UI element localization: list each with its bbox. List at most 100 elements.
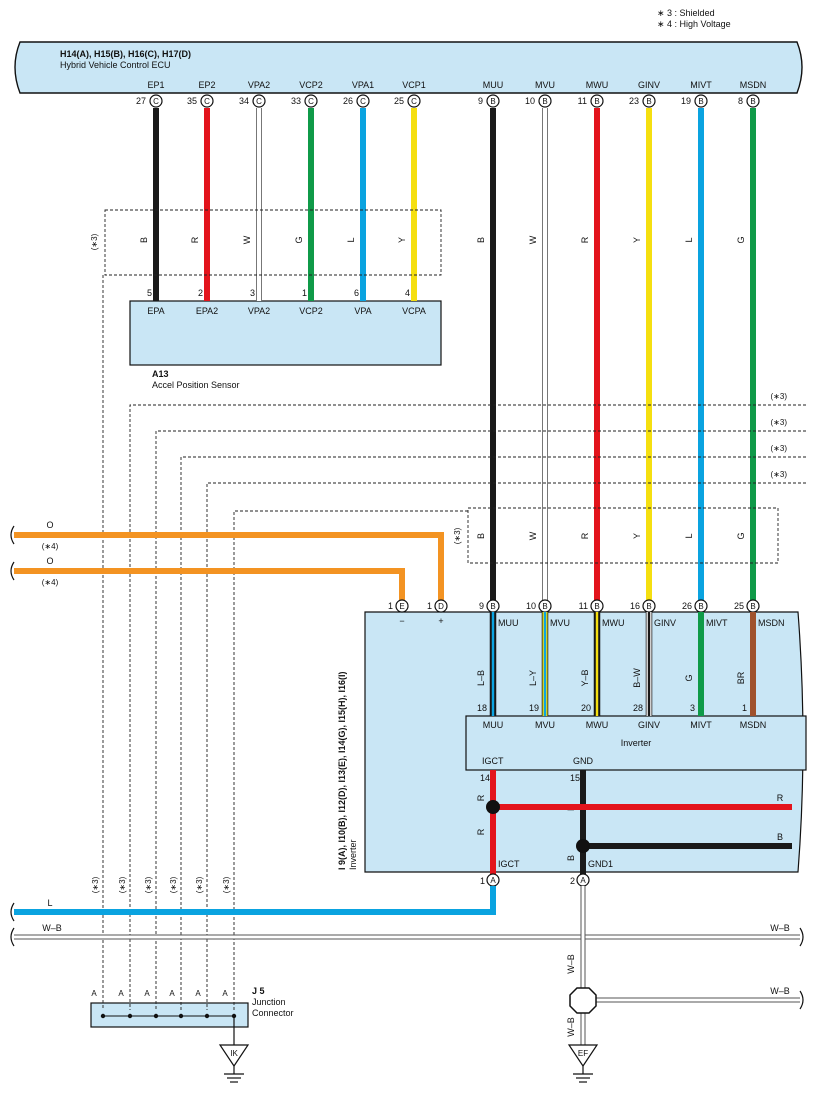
wire-color-lower-mwu: R — [580, 532, 590, 539]
ecu-connector-mivt-letter: B — [698, 97, 703, 106]
wire-color-lower-msdn: G — [736, 532, 746, 539]
inverter-pin-sign-0: − — [399, 616, 404, 626]
junction-name2: Connector — [252, 1008, 294, 1018]
internal-wire-color-3: B–W — [632, 668, 642, 688]
inverter-name: Inverter — [348, 839, 358, 870]
ecu-pin-num-vpa2: 34 — [239, 96, 249, 106]
ecu-connector-ep2 — [200, 94, 214, 108]
wire-color-lower-mivt: L — [684, 533, 694, 538]
wb-lower-label: W–B — [566, 1017, 576, 1037]
sensor-pin-num-vcp2: 1 — [302, 288, 307, 298]
igct-wire-color-lower: R — [476, 828, 486, 835]
ecu-connector-ginv — [642, 94, 656, 108]
inverter-pin-name-mivt: MIVT — [706, 618, 728, 628]
ecu-pin-num-ep1: 27 — [136, 96, 146, 106]
junction-pin-1: A — [91, 989, 97, 998]
sensor-pin-label-epa2: EPA2 — [196, 306, 218, 316]
internal-wire-color-4: G — [684, 674, 694, 681]
inverter-connector-6-letter: B — [698, 602, 703, 611]
junction-pin-3: A — [144, 989, 150, 998]
orange-wire-label-1: O — [46, 520, 53, 530]
ecu-pin-label-mwu: MWU — [586, 80, 609, 90]
orange-wire-note-1: (∗4) — [42, 542, 59, 551]
shield-note-right-2: (∗3) — [771, 418, 788, 427]
ecu-box — [14, 41, 803, 94]
junction-pin-4: A — [169, 989, 175, 998]
ecu-connector-vpa1 — [356, 94, 370, 108]
internal-pin-num-5: 1 — [742, 703, 747, 713]
sensor-name: Accel Position Sensor — [152, 380, 240, 390]
wb-main-label: W–B — [42, 923, 62, 933]
inverter-connector-7-letter: B — [750, 602, 755, 611]
inverter-connector-3-letter: B — [542, 602, 547, 611]
inverter-red-bus-label: R — [777, 793, 784, 803]
shield-drain-2 — [129, 404, 806, 1010]
ground-ik-triangle — [218, 1044, 250, 1068]
wire-color-ep1: B — [139, 237, 149, 243]
inverter-pin-name-msdn: MSDN — [758, 618, 785, 628]
internal-wire-color-0: L–B — [476, 670, 486, 686]
legend-high-voltage: ∗ 4 : High Voltage — [657, 19, 731, 29]
inverter-pin-num-1: 1 — [427, 601, 432, 611]
sensor-pin-num-epa: 5 — [147, 288, 152, 298]
ecu-pin-label-mivt: MIVT — [690, 80, 712, 90]
sensor-pin-label-vpa2: VPA2 — [248, 306, 270, 316]
ecu-name: Hybrid Vehicle Control ECU — [60, 60, 171, 70]
ecu-connectors: H14(A), H15(B), H16(C), H17(D) — [60, 49, 191, 59]
inverter-pin-num-2: 9 — [479, 601, 484, 611]
ecu-pin-label-ginv: GINV — [638, 80, 660, 90]
ecu-connector-ep1 — [149, 94, 163, 108]
igct-splice — [486, 800, 500, 814]
wire-color-upper-mvu: W — [528, 235, 538, 244]
shield-drain-3 — [155, 430, 806, 1010]
inverter-connector-2-letter: B — [490, 602, 495, 611]
inverter-inner-name: Inverter — [621, 738, 652, 748]
ecu-pin-label-ep1: EP1 — [147, 80, 164, 90]
ecu-connector-vcp1 — [407, 94, 421, 108]
inverter-connectors: I 9(A), I10(B), I12(D), I13(E), I14(G), … — [337, 671, 347, 870]
ecu-connector-muu — [486, 94, 500, 108]
junction-pin-5: A — [195, 989, 201, 998]
igct-out-label: IGCT — [498, 859, 520, 869]
gnd-pin-num: 15 — [570, 773, 580, 783]
sensor-shield-box — [104, 209, 442, 276]
sensor-box — [129, 300, 442, 366]
junction-pin-6: A — [222, 989, 228, 998]
ecu-pin-label-muu: MUU — [483, 80, 504, 90]
gnd-wire-color-lower: B — [566, 855, 576, 861]
wb-main-break-left — [10, 927, 15, 947]
wire-color-lower-muu: B — [476, 533, 486, 539]
wire-color-lower-mvu: W — [528, 531, 538, 540]
inverter-pin-num-4: 11 — [579, 601, 588, 611]
sensor-pin-label-vcp2: VCP2 — [299, 306, 323, 316]
internal-pin-num-3: 28 — [633, 703, 643, 713]
l-wire-break — [10, 902, 15, 922]
ecu-pin-label-vpa2: VPA2 — [248, 80, 270, 90]
wire-color-vcp2: G — [294, 236, 304, 243]
gnd-splice — [576, 839, 590, 853]
inverter-pin-num-5: 16 — [630, 601, 640, 611]
ecu-connector-vpa1-letter: C — [360, 97, 366, 106]
wb-vertical-label: W–B — [566, 954, 576, 974]
ecu-pin-num-ep2: 35 — [187, 96, 197, 106]
junction-id: J 5 — [252, 986, 265, 996]
ground-ik-label: IK — [230, 1049, 238, 1058]
junction-box — [90, 1002, 249, 1028]
inner-pin-label-igct: IGCT — [482, 756, 504, 766]
ground-ef-triangle — [567, 1044, 599, 1068]
inner-pin-label-ginv: GINV — [638, 720, 660, 730]
ecu-pin-num-ginv: 23 — [629, 96, 639, 106]
ecu-connector-vcp1-letter: C — [411, 97, 417, 106]
inverter-pin-num-3: 10 — [526, 601, 536, 611]
inverter-pin-name-mvu: MVU — [550, 618, 570, 628]
wire-color-upper-muu: B — [476, 237, 486, 243]
ecu-pin-num-mvu: 10 — [525, 96, 535, 106]
ecu-pin-num-mivt: 19 — [681, 96, 691, 106]
ecu-pin-label-ep2: EP2 — [198, 80, 215, 90]
sensor-pin-label-epa: EPA — [147, 306, 164, 316]
ecu-connector-ginv-letter: B — [646, 97, 651, 106]
wire-color-upper-msdn: G — [736, 236, 746, 243]
inner-pin-label-mwu: MWU — [586, 720, 609, 730]
ecu-pin-num-vcp2: 33 — [291, 96, 301, 106]
ecu-pin-num-msdn: 8 — [738, 96, 743, 106]
